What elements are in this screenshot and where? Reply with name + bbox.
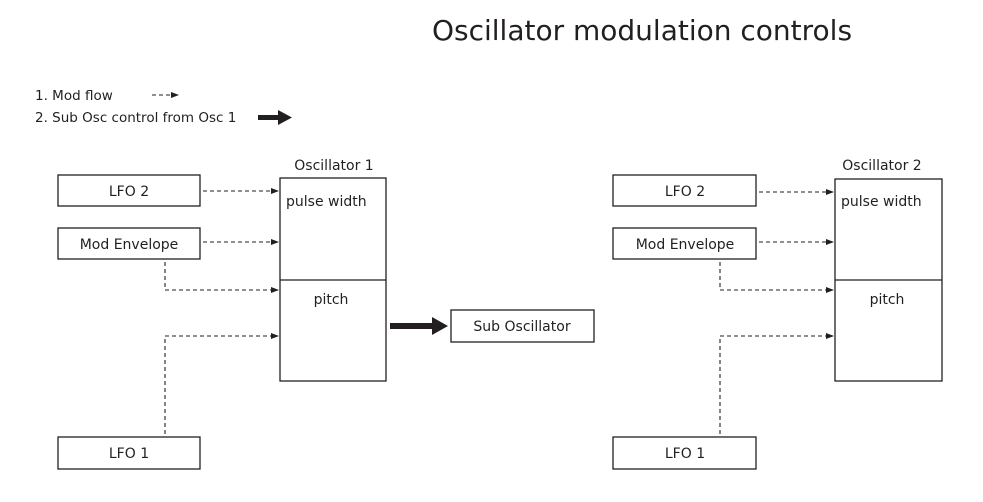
lfo1-to-pitch-connector — [719, 333, 834, 434]
sub-osc-control-arrow — [390, 317, 448, 335]
lfo1-label: LFO 1 — [109, 446, 149, 462]
oscillator-1-title: Oscillator 1 — [294, 158, 373, 174]
mod-env-to-pitch-connector — [719, 262, 834, 293]
legend-mod-flow-label: 1. Mod flow — [35, 88, 113, 104]
sub-oscillator-label: Sub Oscillator — [473, 319, 570, 335]
mod-envelope-box: Mod Envelope — [612, 227, 757, 260]
lfo1-box: LFO 1 — [612, 436, 757, 470]
lfo2-label: LFO 2 — [665, 184, 705, 200]
oscillator-2-pulse-width-label: pulse width — [841, 194, 922, 210]
oscillator-1-box: pulse width pitch — [279, 177, 387, 382]
mod-envelope-label: Mod Envelope — [636, 237, 735, 253]
oscillator-1-pitch-label: pitch — [314, 292, 349, 308]
lfo1-label: LFO 1 — [665, 446, 705, 462]
legend-sub-osc-label: 2. Sub Osc control from Osc 1 — [35, 110, 236, 126]
oscillator-2-diagram: LFO 2 Mod Envelope LFO 1 Oscillator 2 pu… — [612, 158, 943, 470]
lfo1-to-pitch-connector — [164, 333, 279, 434]
mod-env-to-pitch-connector — [164, 262, 279, 293]
mod-envelope-box: Mod Envelope — [57, 227, 201, 260]
legend: 1. Mod flow 2. Sub Osc control from Osc … — [35, 88, 292, 126]
lfo1-box: LFO 1 — [57, 436, 201, 470]
oscillator-2-pitch-label: pitch — [870, 292, 905, 308]
mod-envelope-label: Mod Envelope — [80, 237, 179, 253]
lfo2-box: LFO 2 — [612, 174, 757, 207]
diagram-title: Oscillator modulation controls — [432, 14, 852, 47]
lfo2-box: LFO 2 — [57, 174, 201, 207]
lfo2-label: LFO 2 — [109, 184, 149, 200]
oscillator-2-box: pulse width pitch — [834, 178, 943, 382]
oscillator-2-title: Oscillator 2 — [842, 158, 921, 174]
oscillator-1-diagram: LFO 2 Mod Envelope LFO 1 Oscillator 1 pu… — [57, 158, 595, 470]
sub-oscillator-box: Sub Oscillator — [450, 309, 595, 343]
oscillator-1-pulse-width-label: pulse width — [286, 194, 367, 210]
legend-thick-arrow-icon — [258, 110, 292, 125]
